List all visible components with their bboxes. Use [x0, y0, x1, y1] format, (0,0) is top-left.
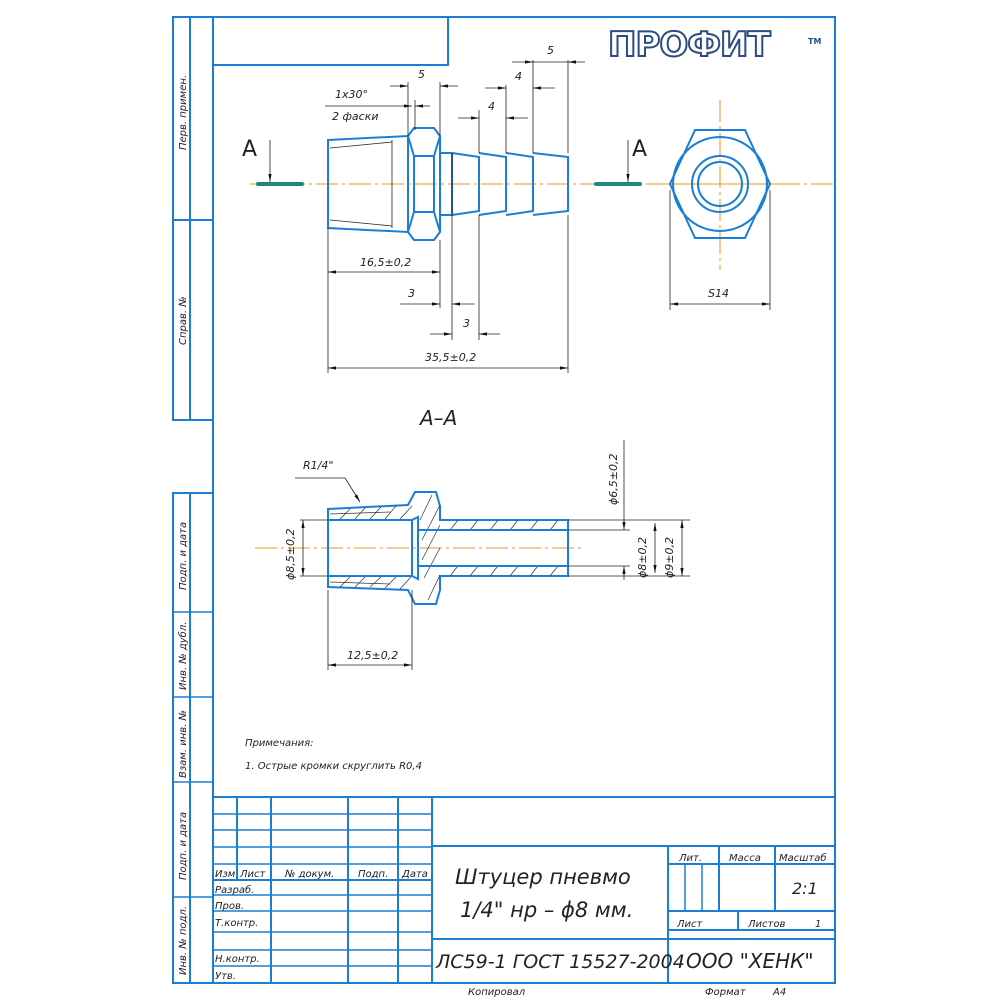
header-doc: № докум.: [284, 869, 334, 880]
role-approved: Утв.: [215, 971, 236, 982]
section-mark-right: A: [632, 137, 647, 162]
section-title: A–A: [418, 406, 457, 430]
dim-3a: 3: [408, 287, 415, 300]
dim-16-5: 16,5±0,2: [360, 256, 411, 269]
dim-3b: 3: [463, 317, 470, 330]
section-view: R1/4" ϕ8,5±0,2 ϕ6,5±0,2 ϕ8±0,2 ϕ9±0,2 12…: [255, 440, 690, 670]
header-izm: Изм: [215, 869, 236, 880]
role-developer: Разраб.: [215, 884, 254, 896]
dim-d6-5: ϕ6,5±0,2: [607, 454, 620, 505]
notes-title: Примечания:: [245, 738, 314, 749]
side-labels: Перв. примен. Справ. № Подп. и дата Инв.…: [177, 75, 189, 975]
role-tech-control: Т.контр.: [215, 918, 258, 929]
company: ООО "ХЕНК": [686, 949, 814, 973]
chamfer-label: 1x30°: [335, 88, 368, 101]
dim-s14: S14: [708, 287, 729, 300]
role-norm-control: Н.контр.: [215, 954, 260, 965]
format-value: А4: [772, 987, 786, 998]
note-item: 1. Острые кромки скруглить R0,4: [245, 761, 422, 772]
dim-d8-5: ϕ8,5±0,2: [284, 529, 297, 580]
dim-hex-width: 5: [418, 68, 425, 81]
material: ЛС59-1 ГОСТ 15527-2004: [435, 951, 685, 973]
side-label: Инв. № дубл.: [177, 622, 189, 690]
part-name-line1: Штуцер пневмо: [455, 865, 631, 889]
side-label: Перв. примен.: [178, 75, 189, 150]
dim-barb-5: 5: [547, 44, 554, 57]
header-date: Дата: [401, 869, 428, 880]
side-label: Взам. инв. №: [178, 710, 189, 778]
format-label: Формат: [705, 987, 747, 998]
header-list: Лист: [239, 869, 267, 880]
dim-d9: ϕ9±0,2: [663, 537, 676, 578]
dim-barb-4b: 4: [515, 70, 522, 83]
scale-value: 2:1: [792, 879, 818, 898]
dim-d8: ϕ8±0,2: [636, 537, 649, 578]
title-block: Изм Лист № докум. Подп. Дата Разраб. Про…: [213, 796, 835, 998]
dim-12-5: 12,5±0,2: [347, 649, 398, 662]
lit-label: Лит.: [678, 853, 702, 864]
thread-label: R1/4": [303, 459, 333, 472]
front-view: A A 5 1x30° 2 фаски 4 4 5 16,5±0,2 3 3: [242, 44, 835, 373]
chamfer-note: 2 фаски: [332, 110, 378, 123]
header-sign: Подп.: [358, 869, 388, 880]
side-label: Справ. №: [178, 296, 189, 345]
side-label: Подп. и дата: [178, 522, 189, 590]
sheets-count: 1: [815, 919, 821, 930]
side-label: Подп. и дата: [178, 812, 189, 880]
dim-barb-4a: 4: [488, 100, 495, 113]
scale-label: Масштаб: [779, 852, 827, 864]
sheet-label: Лист: [676, 919, 704, 930]
copied-label: Копировал: [468, 987, 526, 998]
logo-tm: TM: [808, 37, 821, 46]
role-checked: Пров.: [215, 901, 244, 912]
part-name-line2: 1/4" нр – ϕ8 мм.: [460, 898, 633, 922]
dim-35-5: 35,5±0,2: [425, 351, 476, 364]
side-label: Инв. № подл.: [178, 906, 189, 975]
sheet-frame: [172, 16, 836, 984]
logo-text: ПРОФИТ: [608, 25, 771, 65]
sheets-label: Листов: [747, 919, 785, 930]
hex-view: S14: [660, 100, 790, 310]
profit-logo: ПРОФИТ TM: [607, 24, 821, 66]
mass-label: Масса: [729, 853, 761, 864]
section-mark-left: A: [242, 137, 257, 162]
